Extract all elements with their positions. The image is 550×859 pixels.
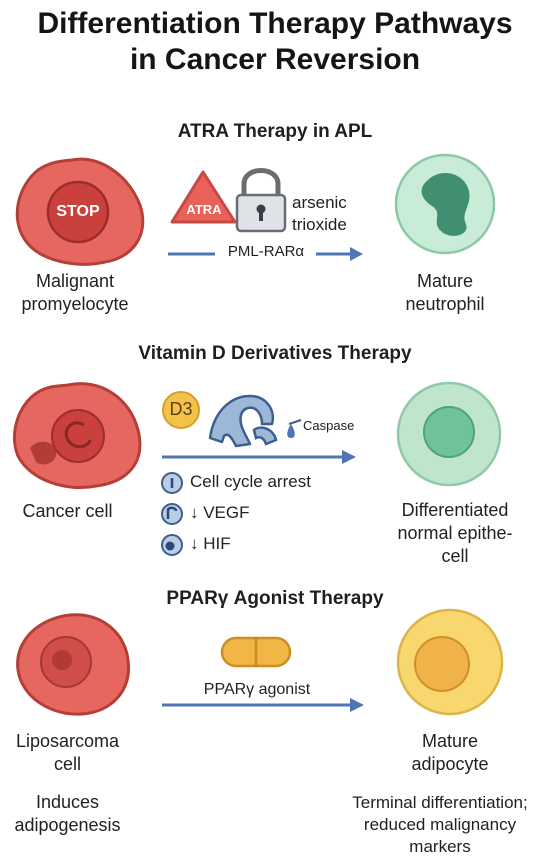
source-note-line1: Induces [35,792,100,812]
page-title-line2: in Cancer Reversion [129,43,421,76]
pml-rara-label: PML-RARα [227,243,305,260]
source-label-line2: promyelocyte [21,294,129,314]
target-note-line3: markers [409,837,471,856]
effect-vegf: ↓ VEGF [190,503,250,522]
effect-hif: ↓ HIF [190,534,231,553]
page-title-line1: Differentiation Therapy Pathways [37,7,513,40]
target-label-line2: normal epithe- [397,523,513,543]
effect-cell-cycle-arrest: Cell cycle arrest [190,472,311,491]
target-label-line1: Differentiated [401,500,509,520]
stop-label: STOP [56,203,100,220]
source-label-line1: Liposarcoma [15,731,120,751]
atra-label: ATRA [186,202,222,217]
target-label-line2: adipocyte [411,754,489,774]
target-note-line2: reduced malignancy [363,815,517,834]
source-label-line1: Malignant [35,271,115,291]
target-label-line3: cell [441,546,469,566]
caspase-label: Caspase [303,418,355,433]
section-title-ppar: PPARγ Agonist Therapy [166,588,384,609]
arsenic-label-line2: trioxide [292,215,347,234]
arsenic-label-line1: arsenic [292,193,347,212]
d3-label: D3 [169,399,193,419]
section-title-atra: ATRA Therapy in APL [177,121,373,142]
section-title-vitamin-d: Vitamin D Derivatives Therapy [138,343,412,364]
target-label-line2: neutrophil [405,294,485,314]
cancer-cell-label: Cancer cell [22,501,113,521]
source-note-line2: adipogenesis [14,815,121,835]
ppar-agonist-label: PPARγ agonist [203,681,311,698]
source-label-line2: cell [53,754,81,774]
target-label-line1: Mature [416,271,474,291]
target-note-line1: Terminal differentiation; [352,793,528,812]
target-label-line1: Mature [421,731,479,751]
